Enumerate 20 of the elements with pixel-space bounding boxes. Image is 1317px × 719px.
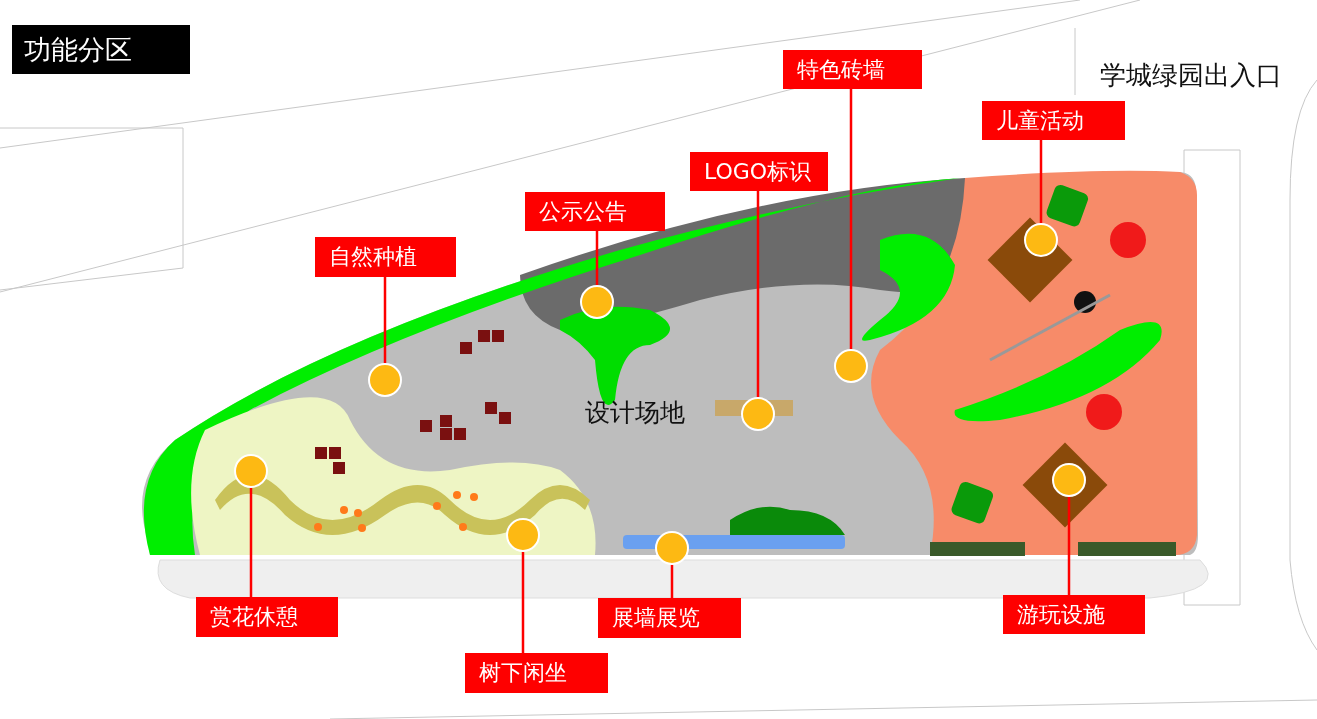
leader-line (849, 89, 853, 349)
title: 功能分区 (12, 25, 190, 74)
callout-label: 特色砖墙 (783, 50, 922, 89)
leader-line (670, 565, 674, 598)
leader-line (1039, 140, 1043, 223)
leader-line (756, 191, 760, 397)
callout-label: 公示公告 (525, 192, 665, 231)
callout-label: 赏花休憩 (196, 597, 338, 637)
leader-line (595, 231, 599, 285)
callout-label: 自然种植 (315, 237, 456, 277)
leader-line (521, 552, 525, 653)
leader-line (1067, 497, 1071, 595)
callout-label: 儿童活动 (982, 101, 1125, 140)
area-label: 设计场地 (585, 398, 685, 428)
callout-label: LOGO标识 (690, 152, 828, 191)
callout-label: 展墙展览 (598, 598, 741, 638)
callout-label: 树下闲坐 (465, 653, 608, 693)
leader-line (249, 488, 253, 597)
callout-label: 游玩设施 (1003, 595, 1145, 634)
entrance-label: 学城绿园出入口 (1100, 60, 1282, 92)
